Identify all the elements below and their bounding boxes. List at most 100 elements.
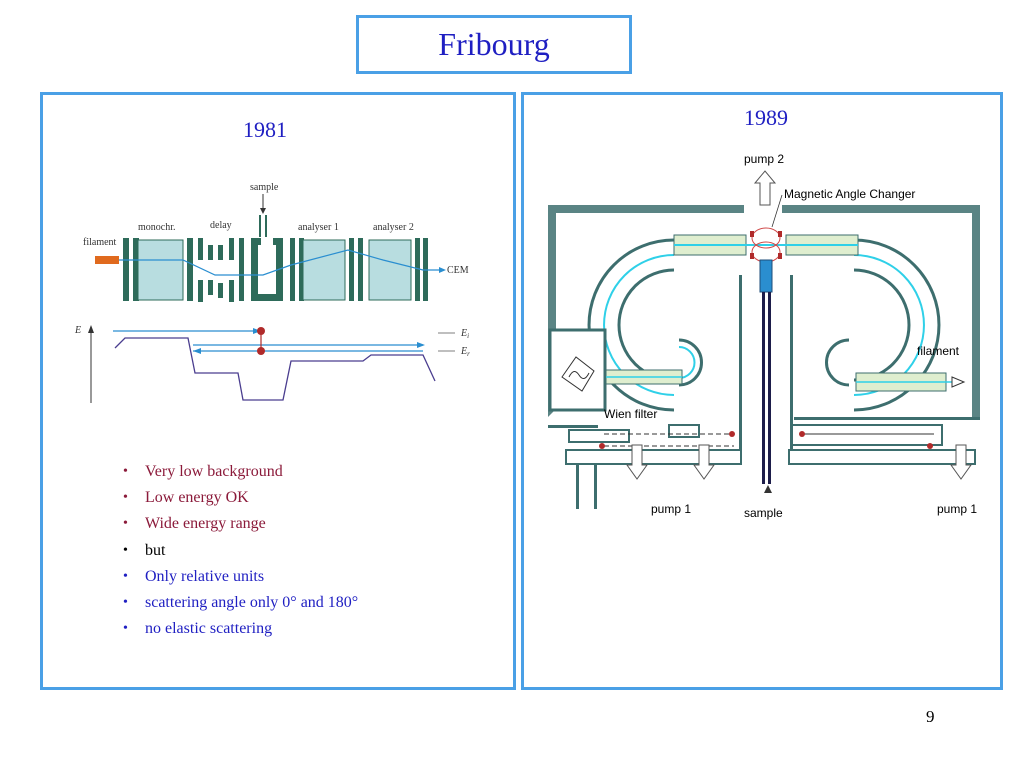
- seal-marker: [729, 431, 735, 437]
- sample-holder: [759, 259, 773, 293]
- label-wien-filter: Wien filter: [604, 407, 657, 421]
- label-delay: delay: [210, 220, 232, 231]
- mac-pole: [750, 231, 754, 237]
- bullet-item: •Only relative units: [123, 567, 265, 585]
- label-analyser2: analyser 2: [373, 222, 414, 233]
- year-label-1989: 1989: [744, 105, 788, 130]
- slide-title: Fribourg: [438, 26, 550, 62]
- delay-plate: [239, 238, 244, 301]
- label-analyser1: analyser 1: [298, 222, 339, 233]
- sample-holder-b: [265, 215, 267, 237]
- sample-arrowhead: [260, 208, 266, 214]
- delay-plate: [229, 280, 234, 302]
- electrode-plate: [349, 238, 354, 301]
- analyser2-box: [368, 239, 412, 301]
- analyser-left-inner: [617, 268, 675, 382]
- label-sample: sample: [744, 506, 783, 520]
- label-monochr: monochr.: [138, 222, 176, 233]
- er-label: Er: [460, 346, 470, 358]
- sample-shaft-wall-left: [739, 275, 742, 465]
- filament-tip: [951, 376, 966, 388]
- leg: [594, 464, 597, 509]
- electrode-plate: [415, 238, 420, 301]
- feature-bullet-list: •Very low background •Low energy OK •Wid…: [123, 459, 358, 642]
- mac-pole: [778, 231, 782, 237]
- electrode-plate: [290, 238, 295, 301]
- base-plate-right-lower: [788, 449, 976, 465]
- beam-arrowhead: [439, 267, 446, 273]
- seal-marker: [927, 443, 933, 449]
- filament-element: [95, 256, 119, 264]
- ei-label: Ei: [460, 328, 469, 340]
- bullet-item: •Very low background: [123, 463, 283, 481]
- delay-plate: [208, 280, 213, 295]
- leg: [576, 464, 579, 509]
- label-pump2: pump 2: [744, 152, 784, 166]
- mac-pole: [750, 253, 754, 259]
- electrode-plate: [123, 238, 129, 301]
- year-label-1981: 1981: [243, 117, 287, 142]
- pump1-arrow-left-a: [626, 444, 648, 480]
- monochromator-box: [137, 239, 184, 301]
- bullet-item: •Wide energy range: [123, 515, 266, 533]
- residual-arrowhead-left: [193, 348, 201, 354]
- delay-plate: [208, 245, 213, 260]
- label-cem: CEM: [447, 265, 469, 276]
- energy-axis-arrow: [88, 325, 94, 333]
- electrode-plate: [133, 238, 139, 301]
- delay-plate: [198, 280, 203, 302]
- delay-plate: [198, 238, 203, 260]
- analyser-left-outer: [587, 238, 675, 412]
- label-magnetic-angle-changer: Magnetic Angle Changer: [784, 187, 915, 201]
- panel-1981: 1981 sample monochr. delay analyser 1 an…: [40, 92, 516, 690]
- lower-flange-mid: [668, 424, 700, 438]
- mac-pointer: [771, 194, 783, 228]
- spectrometer-1981-diagram: sample monochr. delay analyser 1 analyse…: [74, 182, 470, 403]
- delay-plate: [229, 238, 234, 260]
- delay-plate: [218, 283, 223, 298]
- page-number: 9: [926, 707, 935, 726]
- analyser1-box: [302, 239, 346, 301]
- energy-point-r: [257, 347, 265, 355]
- analyser-right-outer: [853, 238, 941, 412]
- energy-axis-label: E: [74, 325, 81, 336]
- mac-coil-top: [751, 227, 781, 249]
- electrode-plate: [187, 238, 193, 301]
- potential-profile: [114, 337, 436, 401]
- bullet-item: •no elastic scattering: [123, 620, 273, 638]
- sample-holder-a: [259, 215, 261, 237]
- label-filament: filament: [917, 344, 960, 358]
- pump1-arrow-left-b: [693, 444, 715, 480]
- beam-path-left: [603, 254, 675, 396]
- seal-marker: [599, 443, 605, 449]
- electrode-plate: [358, 238, 363, 301]
- small-deflector-left: [678, 338, 703, 387]
- filament-wire-left: [568, 371, 590, 379]
- bullet-item: •Low energy OK: [123, 489, 249, 507]
- sample-rod-b: [768, 292, 771, 484]
- residual-arrowhead-right: [417, 342, 425, 348]
- label-filament: filament: [83, 237, 117, 248]
- pump1-arrow-right: [950, 444, 972, 480]
- title-box: Fribourg: [356, 15, 632, 74]
- sample-arrowhead: [764, 485, 772, 493]
- sample-rod-a: [762, 292, 765, 484]
- mac-pole: [778, 253, 782, 259]
- small-deflector-beam: [678, 346, 696, 379]
- sample-shaft-wall-right: [790, 275, 793, 465]
- seal-marker: [799, 431, 805, 437]
- base-plate-left: [565, 449, 742, 465]
- bullet-item: •but: [123, 541, 166, 559]
- pump2-arrow: [753, 170, 777, 206]
- energy-point-i: [257, 327, 265, 335]
- panel-1989: 1989 pump 2 Magnetic Angle Changer: [521, 92, 1003, 690]
- electrode-plate: [299, 238, 304, 301]
- electron-beam: [119, 249, 441, 276]
- chamber-floor-right: [794, 417, 980, 420]
- base-plate-right: [791, 424, 943, 446]
- label-sample: sample: [250, 182, 279, 193]
- sample-chamber: [251, 238, 283, 301]
- spectrometer-1989-diagram: pump 2 Magnetic Angle Changer: [548, 152, 980, 520]
- label-pump1-right: pump 1: [937, 502, 977, 516]
- lower-flange-left: [568, 429, 630, 443]
